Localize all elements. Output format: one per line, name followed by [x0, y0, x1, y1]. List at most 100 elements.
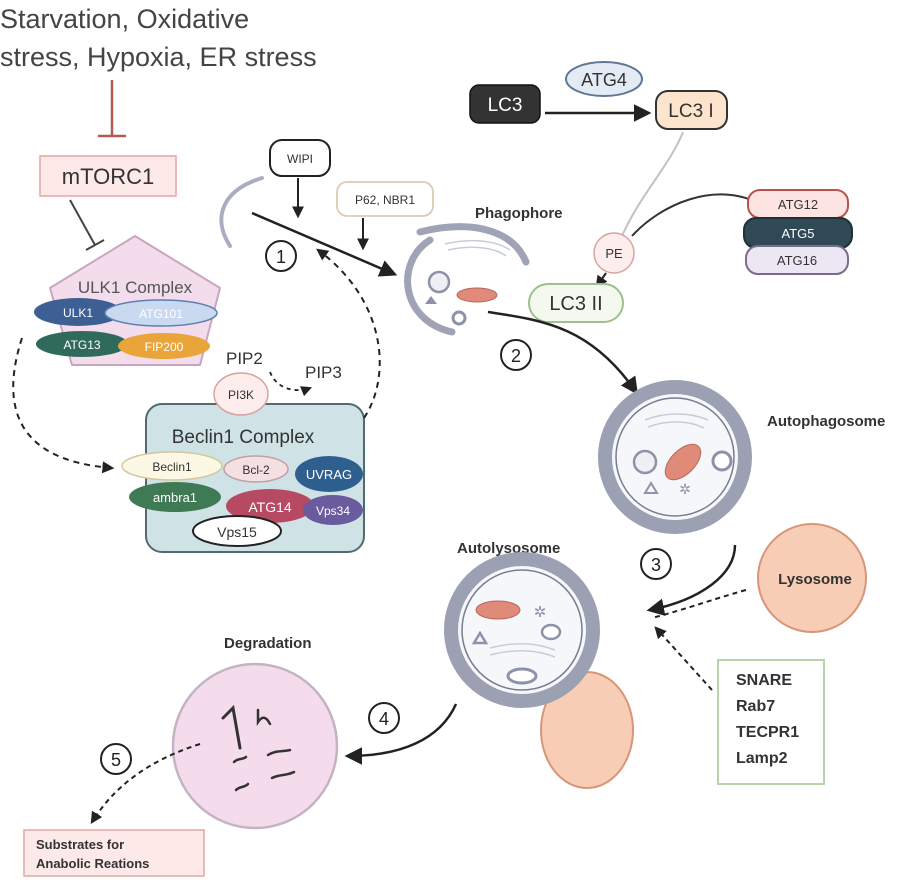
degradation-label: Degradation	[224, 635, 312, 652]
wipi-label: WIPI	[287, 152, 313, 166]
fusion-factors-arrow	[654, 626, 713, 691]
lysosome: Lysosome	[757, 523, 867, 633]
atg16-label: ATG16	[777, 253, 817, 268]
substrates-line1: Substrates for	[36, 837, 124, 852]
lc3ii-node: LC3 II	[528, 283, 624, 323]
substrates-box: Substrates for Anabolic Reations	[23, 829, 205, 877]
wipi-node: WIPI	[269, 139, 331, 177]
uvrag-oval	[295, 456, 363, 492]
lysosome-label: Lysosome	[778, 571, 852, 588]
ulk1-label: ULK1	[63, 306, 93, 320]
step-4: 4	[368, 702, 400, 734]
svg-text:5: 5	[111, 750, 121, 770]
svg-text:✲: ✲	[679, 481, 691, 497]
pip2-to-pip3-arrow	[269, 371, 313, 397]
fip200-label: FIP200	[145, 340, 184, 354]
atg12-label: ATG12	[778, 197, 818, 212]
stress-text-line1: Starvation, Oxidative	[0, 4, 249, 34]
beclin1-label: Beclin1	[152, 460, 192, 474]
lc3i-label: LC3 I	[668, 101, 713, 122]
mtorc1-box: mTORC1	[39, 155, 177, 197]
lc3i-node: LC3 I	[655, 90, 728, 130]
svg-text:3: 3	[651, 555, 661, 575]
lysosome-fusion-arrow	[651, 589, 747, 619]
lc3ii-label: LC3 II	[549, 293, 602, 315]
atg-conjugation-line	[631, 193, 761, 237]
mtorc1-label: mTORC1	[62, 164, 155, 189]
pe-label: PE	[605, 246, 623, 261]
step2-arrow	[487, 310, 638, 395]
bcl2-oval	[223, 455, 289, 483]
step3-arrow	[646, 544, 737, 616]
step1-arrow	[251, 211, 398, 277]
ulk1-oval	[34, 298, 122, 326]
ambra1-oval	[129, 482, 221, 512]
stress-text-line2: stress, Hypoxia, ER stress	[0, 42, 317, 72]
atg13-oval	[36, 331, 128, 357]
degradation-vesicle	[171, 662, 339, 830]
beclin1-complex-title: Beclin1 Complex	[172, 427, 315, 448]
atg5-label: ATG5	[782, 226, 815, 241]
ulk1-to-beclin1-arrow	[12, 337, 115, 474]
p62-nbr1-node: P62, NBR1	[336, 181, 434, 217]
lc3-label: LC3	[488, 95, 523, 116]
vps15-oval	[192, 515, 282, 547]
step5-arrow	[90, 743, 201, 825]
isolation-membrane	[219, 176, 264, 248]
autolysosome-label: Autolysosome	[457, 540, 560, 557]
autophagosome-label: Autophagosome	[767, 413, 885, 430]
atg14-oval	[226, 489, 314, 523]
pe-node: PE	[593, 232, 635, 274]
fusion-factor-snare: SNARE	[736, 672, 792, 689]
bcl2-label: Bcl-2	[242, 463, 270, 477]
beclin1-oval	[121, 451, 223, 481]
step-5: 5	[100, 743, 132, 775]
pi3k-node: PI3K	[213, 372, 269, 416]
vps15-label: Vps15	[217, 524, 257, 540]
fip200-oval	[118, 333, 210, 359]
step-1: 1	[265, 240, 297, 272]
pip2-label: PIP2	[226, 349, 263, 368]
autolysosome: ✲	[444, 552, 634, 789]
step4-arrow	[344, 703, 458, 765]
step-3: 3	[640, 548, 672, 580]
phagophore	[404, 223, 530, 336]
beclin1-complex: Beclin1 Complex Beclin1 Bcl-2 UVRAG ambr…	[121, 403, 365, 553]
svg-text:✲: ✲	[534, 604, 547, 621]
pip3-label: PIP3	[305, 363, 342, 382]
vps34-oval	[303, 495, 363, 525]
atg4-node: ATG4	[565, 61, 643, 97]
substrates-line2: Anabolic Reations	[36, 856, 149, 871]
fusion-factor-lamp2: Lamp2	[736, 750, 788, 767]
fusion-factor-tecpr1: TECPR1	[736, 724, 799, 741]
atg12-node: ATG12	[747, 189, 849, 219]
fusion-factor-rab7: Rab7	[736, 698, 775, 715]
atg5-node: ATG5	[743, 217, 853, 249]
ulk1-complex: ULK1 Complex ULK1 ATG101 ATG13 FIP200	[34, 235, 221, 366]
vps34-label: Vps34	[316, 504, 350, 518]
uvrag-label: UVRAG	[306, 467, 352, 482]
p62-nbr1-label: P62, NBR1	[355, 193, 415, 207]
atg16-node: ATG16	[745, 245, 849, 275]
atg101-label: ATG101	[139, 307, 183, 321]
svg-text:2: 2	[511, 346, 521, 366]
lc3-node: LC3	[469, 84, 541, 124]
autophagosome: ✲	[598, 380, 752, 534]
mtorc1-inhibits-ulk1	[69, 199, 105, 251]
svg-text:4: 4	[379, 709, 389, 729]
ambra1-label: ambra1	[153, 490, 197, 505]
beclin1-to-nucleation-arrow	[316, 248, 381, 419]
phagophore-label: Phagophore	[475, 205, 563, 222]
fusion-factors-box: SNARE Rab7 TECPR1 Lamp2	[717, 659, 825, 785]
ulk1-complex-title: ULK1 Complex	[78, 278, 193, 297]
atg13-label: ATG13	[63, 338, 100, 352]
step-2: 2	[500, 339, 532, 371]
atg4-label: ATG4	[581, 70, 627, 90]
svg-text:1: 1	[276, 247, 286, 267]
pi3k-label: PI3K	[228, 388, 254, 402]
stress-inhibits-mtorc1	[98, 80, 126, 138]
atg101-oval	[104, 299, 218, 327]
lc3i-to-pe-line	[621, 131, 684, 237]
